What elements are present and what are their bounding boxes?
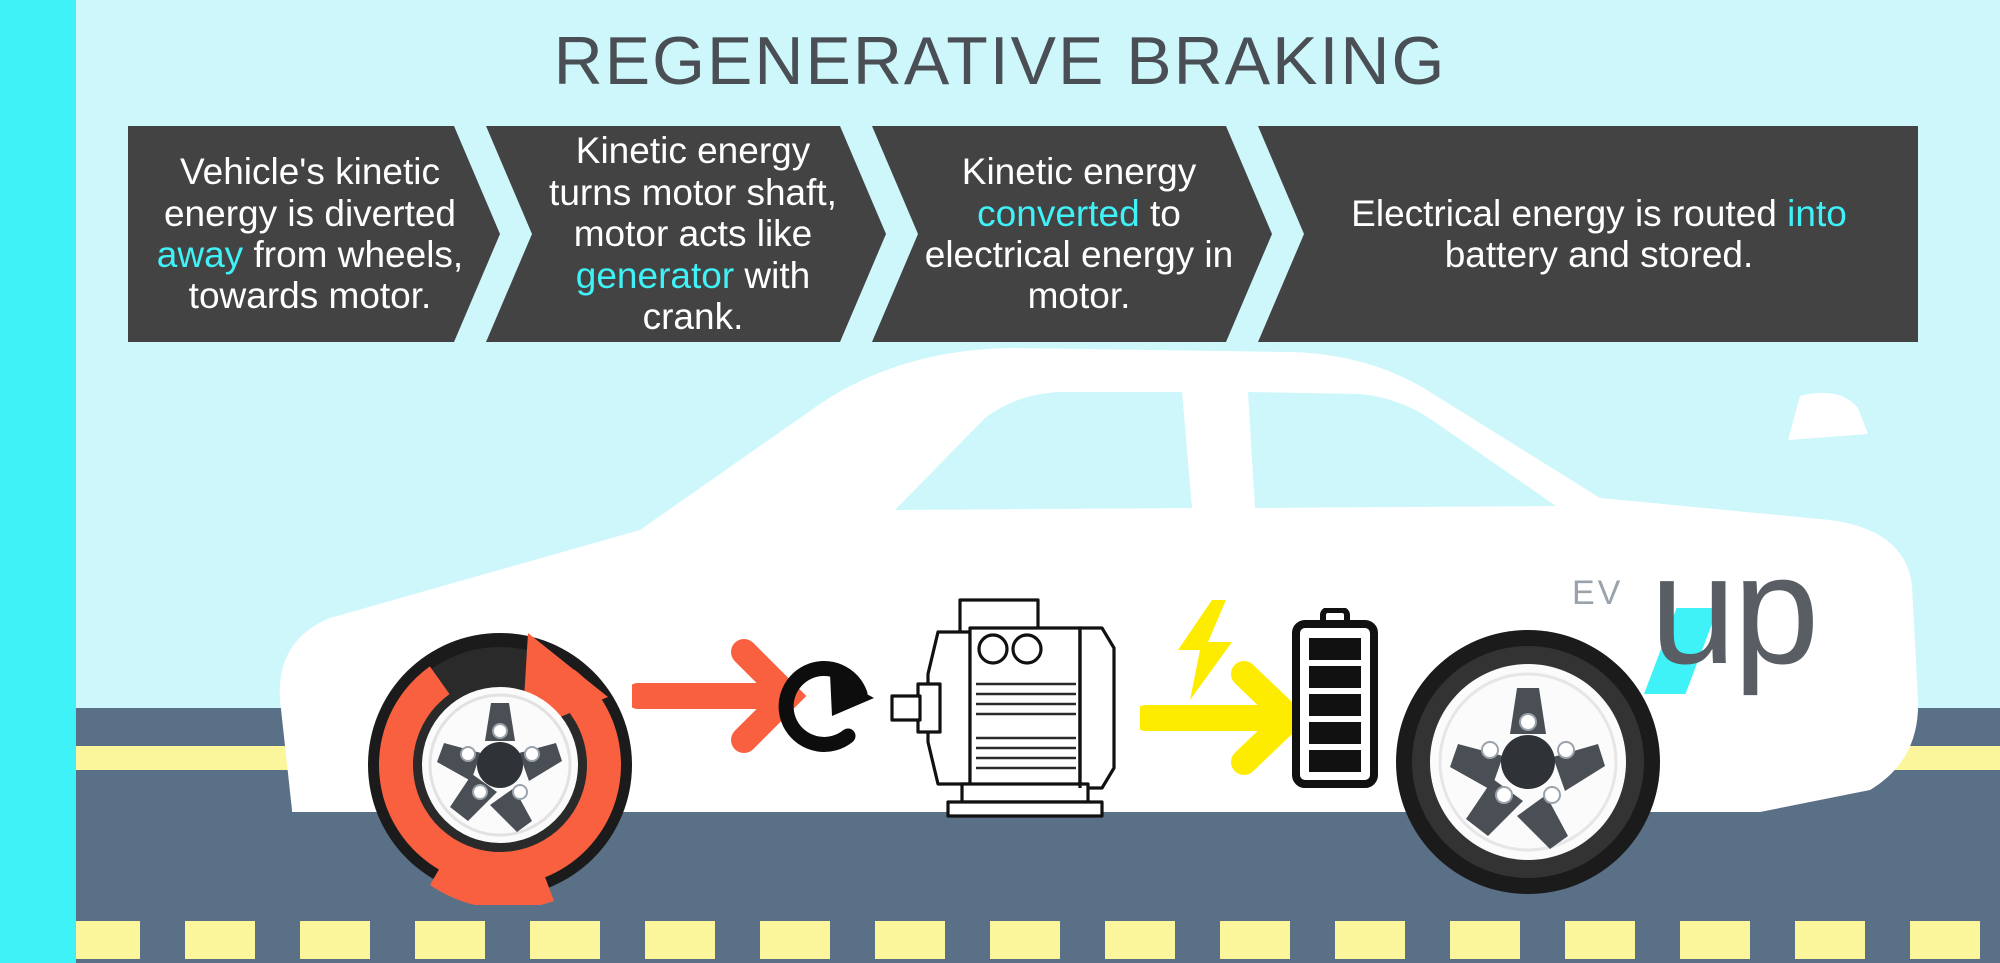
battery-bars [1309,638,1361,772]
road-dash [1450,921,1520,959]
battery [1292,608,1378,788]
road-dash [70,921,140,959]
process-step-3-text: Kinetic energy converted to electrical e… [924,151,1234,317]
rotation-arrow [778,660,874,752]
road-dash [645,921,715,959]
evup-logo: EV up [1572,532,1837,697]
braking-wheel-front [368,633,632,905]
road-dash [1335,921,1405,959]
road-dash [1220,921,1290,959]
road-dash [1565,921,1635,959]
process-step-2-text: Kinetic energy turns motor shaft, motor … [549,130,837,338]
process-steps: Vehicle's kinetic energy is diverted awa… [128,126,1918,342]
page-title: REGENERATIVE BRAKING [553,23,1447,99]
road-dash [1910,921,1980,959]
electric-motor [890,598,1116,818]
road-dash [300,921,370,959]
process-step-1-text: Vehicle's kinetic energy is diverted awa… [156,151,464,317]
process-step-3[interactable]: Kinetic energy converted to electrical e… [872,126,1272,342]
logo-ev-text: EV [1572,574,1624,612]
highlighted-term: generator [575,254,735,296]
road-dash [530,921,600,959]
road-dash [990,921,1060,959]
process-step-2[interactable]: Kinetic energy turns motor shaft, motor … [486,126,886,342]
left-accent-bar [0,0,76,963]
road-dash [760,921,830,959]
highlighted-term: away [156,234,244,275]
road-dash [1680,921,1750,959]
road-dash [1795,921,1865,959]
road-dash [1105,921,1175,959]
road-dash [875,921,945,959]
process-step-1[interactable]: Vehicle's kinetic energy is diverted awa… [128,126,500,342]
road-dash [415,921,485,959]
highlighted-term: into [1787,192,1847,234]
process-step-4-text: Electrical energy is routed into battery… [1351,192,1847,275]
road-dash [185,921,255,959]
road-dashed-line [0,921,2000,959]
logo-up-text: up [1650,523,1819,696]
process-step-4[interactable]: Electrical energy is routed into battery… [1258,126,1918,342]
highlighted-term: converted [977,192,1140,234]
